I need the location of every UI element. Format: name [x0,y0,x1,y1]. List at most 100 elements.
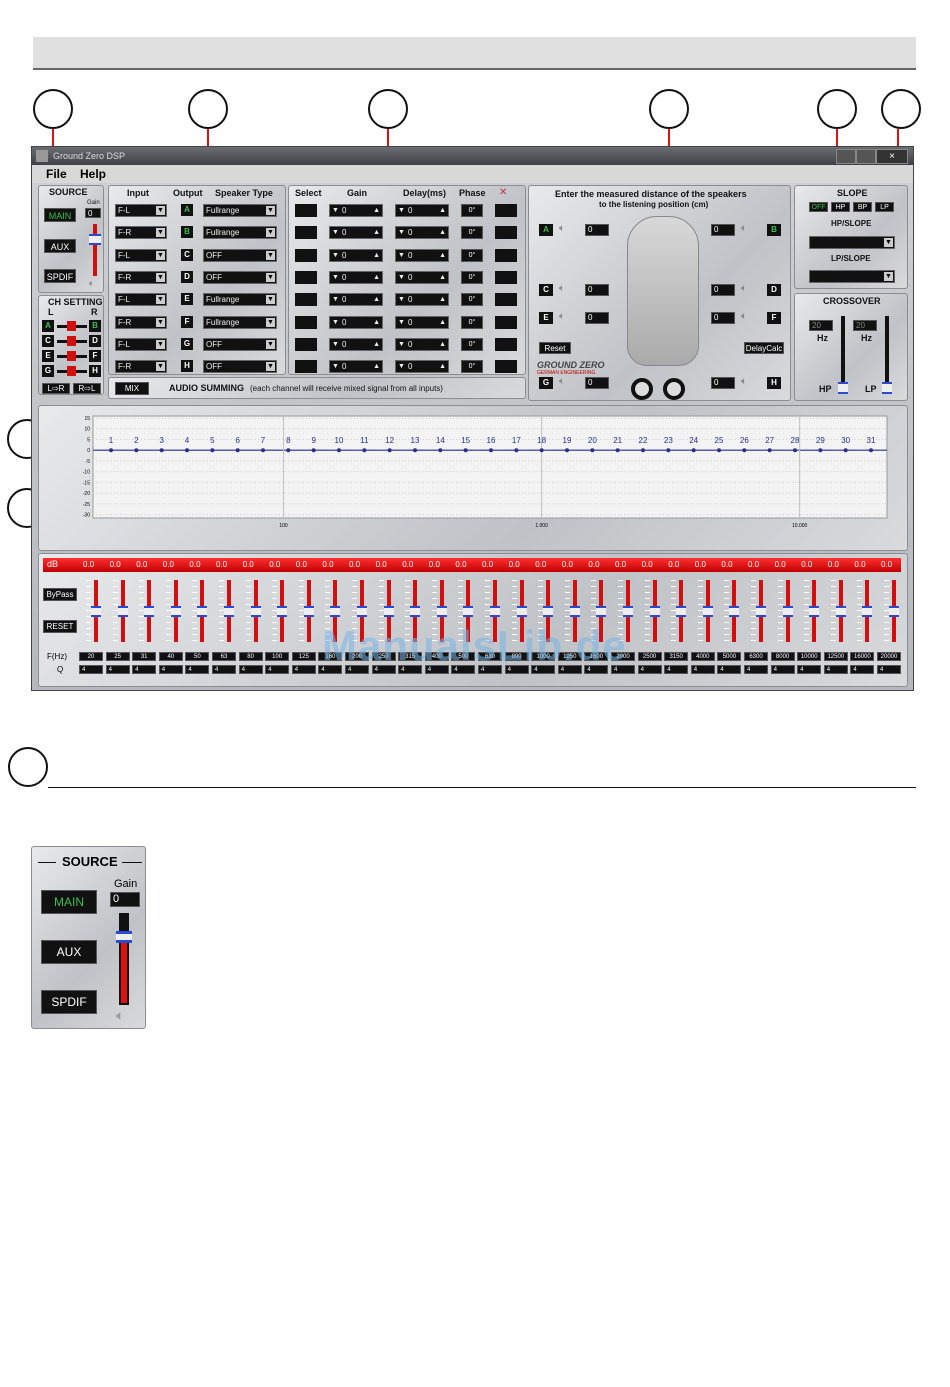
eq-band-thumb[interactable] [436,606,447,617]
gain-stepper[interactable]: ▼0▲ [329,315,383,329]
eq-q-value[interactable]: 4 [291,665,316,674]
increment-icon[interactable]: ▲ [439,251,446,259]
distance-input[interactable]: 0 [585,284,609,296]
eq-band-thumb[interactable] [330,606,341,617]
mute-button[interactable] [495,293,517,307]
slope-lp-button[interactable]: LP [875,202,894,212]
eq-band-thumb[interactable] [782,606,793,617]
gain-slider-thumb[interactable] [89,234,101,245]
increment-icon[interactable]: ▲ [373,229,380,237]
channel-select-button[interactable] [295,293,317,307]
channel-select-button[interactable] [295,226,317,240]
decrement-icon[interactable]: ▼ [398,296,405,304]
eq-band-thumb[interactable] [835,606,846,617]
slope-hp-button[interactable]: HP [831,202,850,212]
mute-button[interactable] [495,248,517,262]
eq-frequency-value[interactable]: 315 [398,652,423,661]
eq-q-value[interactable]: 4 [584,665,609,674]
eq-band-thumb[interactable] [729,606,740,617]
eq-q-value[interactable]: 4 [823,665,848,674]
distance-input[interactable]: 0 [711,312,735,324]
channel-select-button[interactable] [295,270,317,284]
channel-select-button[interactable] [295,315,317,329]
eq-band-point[interactable] [261,448,265,453]
eq-band-point[interactable] [666,448,671,453]
increment-icon[interactable]: ▲ [373,207,380,214]
eq-band-thumb[interactable] [303,606,314,617]
left-to-right-button[interactable]: L⇨R [42,383,70,394]
eq-q-value[interactable]: 4 [478,665,502,674]
eq-q-value[interactable]: 4 [451,665,476,674]
gain-stepper[interactable]: ▼0▲ [329,204,383,217]
eq-band-point[interactable] [286,448,291,453]
input-select[interactable]: F-L▼ [115,293,167,307]
eq-q-value[interactable]: 4 [345,665,369,674]
eq-frequency-value[interactable]: 31 [132,652,157,661]
eq-q-value[interactable]: 4 [185,665,210,674]
decrement-icon[interactable]: ▼ [332,296,339,304]
eq-frequency-value[interactable]: 5000 [717,652,742,661]
eq-band-thumb[interactable] [224,606,234,617]
distance-input[interactable]: 0 [711,284,735,296]
menu-file[interactable]: File [46,167,67,181]
speaker-type-select[interactable]: OFF▼ [203,360,277,374]
phase-button[interactable]: 0° [461,204,483,217]
distance-input[interactable]: 0 [585,312,609,324]
main-source-button[interactable]: MAIN [44,208,76,222]
bypass-button[interactable]: ByPass [43,588,77,601]
eq-q-value[interactable]: 4 [371,665,396,674]
mute-button[interactable] [495,315,517,329]
hp-slider[interactable] [841,316,845,388]
eq-q-value[interactable]: 4 [877,665,901,674]
ch-link-toggle[interactable] [67,336,76,346]
eq-frequency-value[interactable]: 40 [158,652,183,661]
eq-frequency-value[interactable]: 16000 [850,652,875,661]
decrement-icon[interactable]: ▼ [398,251,405,259]
decrement-icon[interactable]: ▼ [398,229,405,237]
eq-q-value[interactable]: 4 [557,665,582,674]
eq-q-value[interactable]: 4 [797,665,822,674]
eq-frequency-value[interactable]: 1600 [584,652,609,661]
eq-q-value[interactable]: 4 [238,665,263,674]
increment-icon[interactable]: ▲ [439,296,446,304]
eq-band-point[interactable] [691,448,696,453]
gain-value[interactable]: 0 [110,892,140,907]
eq-band-point[interactable] [109,448,113,453]
speaker-type-select[interactable]: OFF▼ [203,337,277,351]
eq-band-thumb[interactable] [250,606,261,617]
gain-value[interactable]: 0 [85,208,101,218]
decrement-icon[interactable]: ▼ [332,229,339,237]
eq-band-point[interactable] [235,448,240,453]
eq-band-point[interactable] [514,448,519,453]
increment-icon[interactable]: ▲ [373,318,380,326]
eq-q-value[interactable]: 4 [664,665,689,674]
increment-icon[interactable]: ▲ [439,363,446,371]
delay-calc-button[interactable]: DelayCalc [744,342,784,354]
eq-band-thumb[interactable] [543,606,554,617]
spdif-source-button[interactable]: SPDIF [41,990,97,1014]
eq-reset-button[interactable]: RESET [43,620,77,633]
eq-frequency-value[interactable]: 160 [318,652,343,661]
distance-input[interactable]: 0 [585,224,609,236]
delay-stepper[interactable]: ▼0▲ [395,360,449,374]
eq-frequency-value[interactable]: 8000 [770,652,795,661]
input-select[interactable]: F-R▼ [115,315,167,329]
eq-q-value[interactable]: 4 [79,665,103,674]
decrement-icon[interactable]: ▼ [332,251,339,259]
eq-frequency-value[interactable]: 250 [371,652,396,661]
phase-button[interactable]: 0° [461,360,483,374]
decrement-icon[interactable]: ▼ [332,273,339,281]
eq-frequency-value[interactable]: 630 [478,652,502,661]
eq-band-point[interactable] [210,448,215,453]
eq-frequency-value[interactable]: 50 [185,652,210,661]
eq-band-thumb[interactable] [862,606,873,617]
increment-icon[interactable]: ▲ [439,229,446,237]
delay-stepper[interactable]: ▼0▲ [395,293,449,307]
hp-slider-thumb[interactable] [838,382,848,394]
increment-icon[interactable]: ▲ [373,340,380,348]
menu-help[interactable]: Help [80,167,107,181]
input-select[interactable]: F-L▼ [115,204,167,217]
gain-slider[interactable] [93,224,97,276]
eq-band-point[interactable] [337,448,341,453]
speaker-type-select[interactable]: Fullrange▼ [203,204,277,217]
